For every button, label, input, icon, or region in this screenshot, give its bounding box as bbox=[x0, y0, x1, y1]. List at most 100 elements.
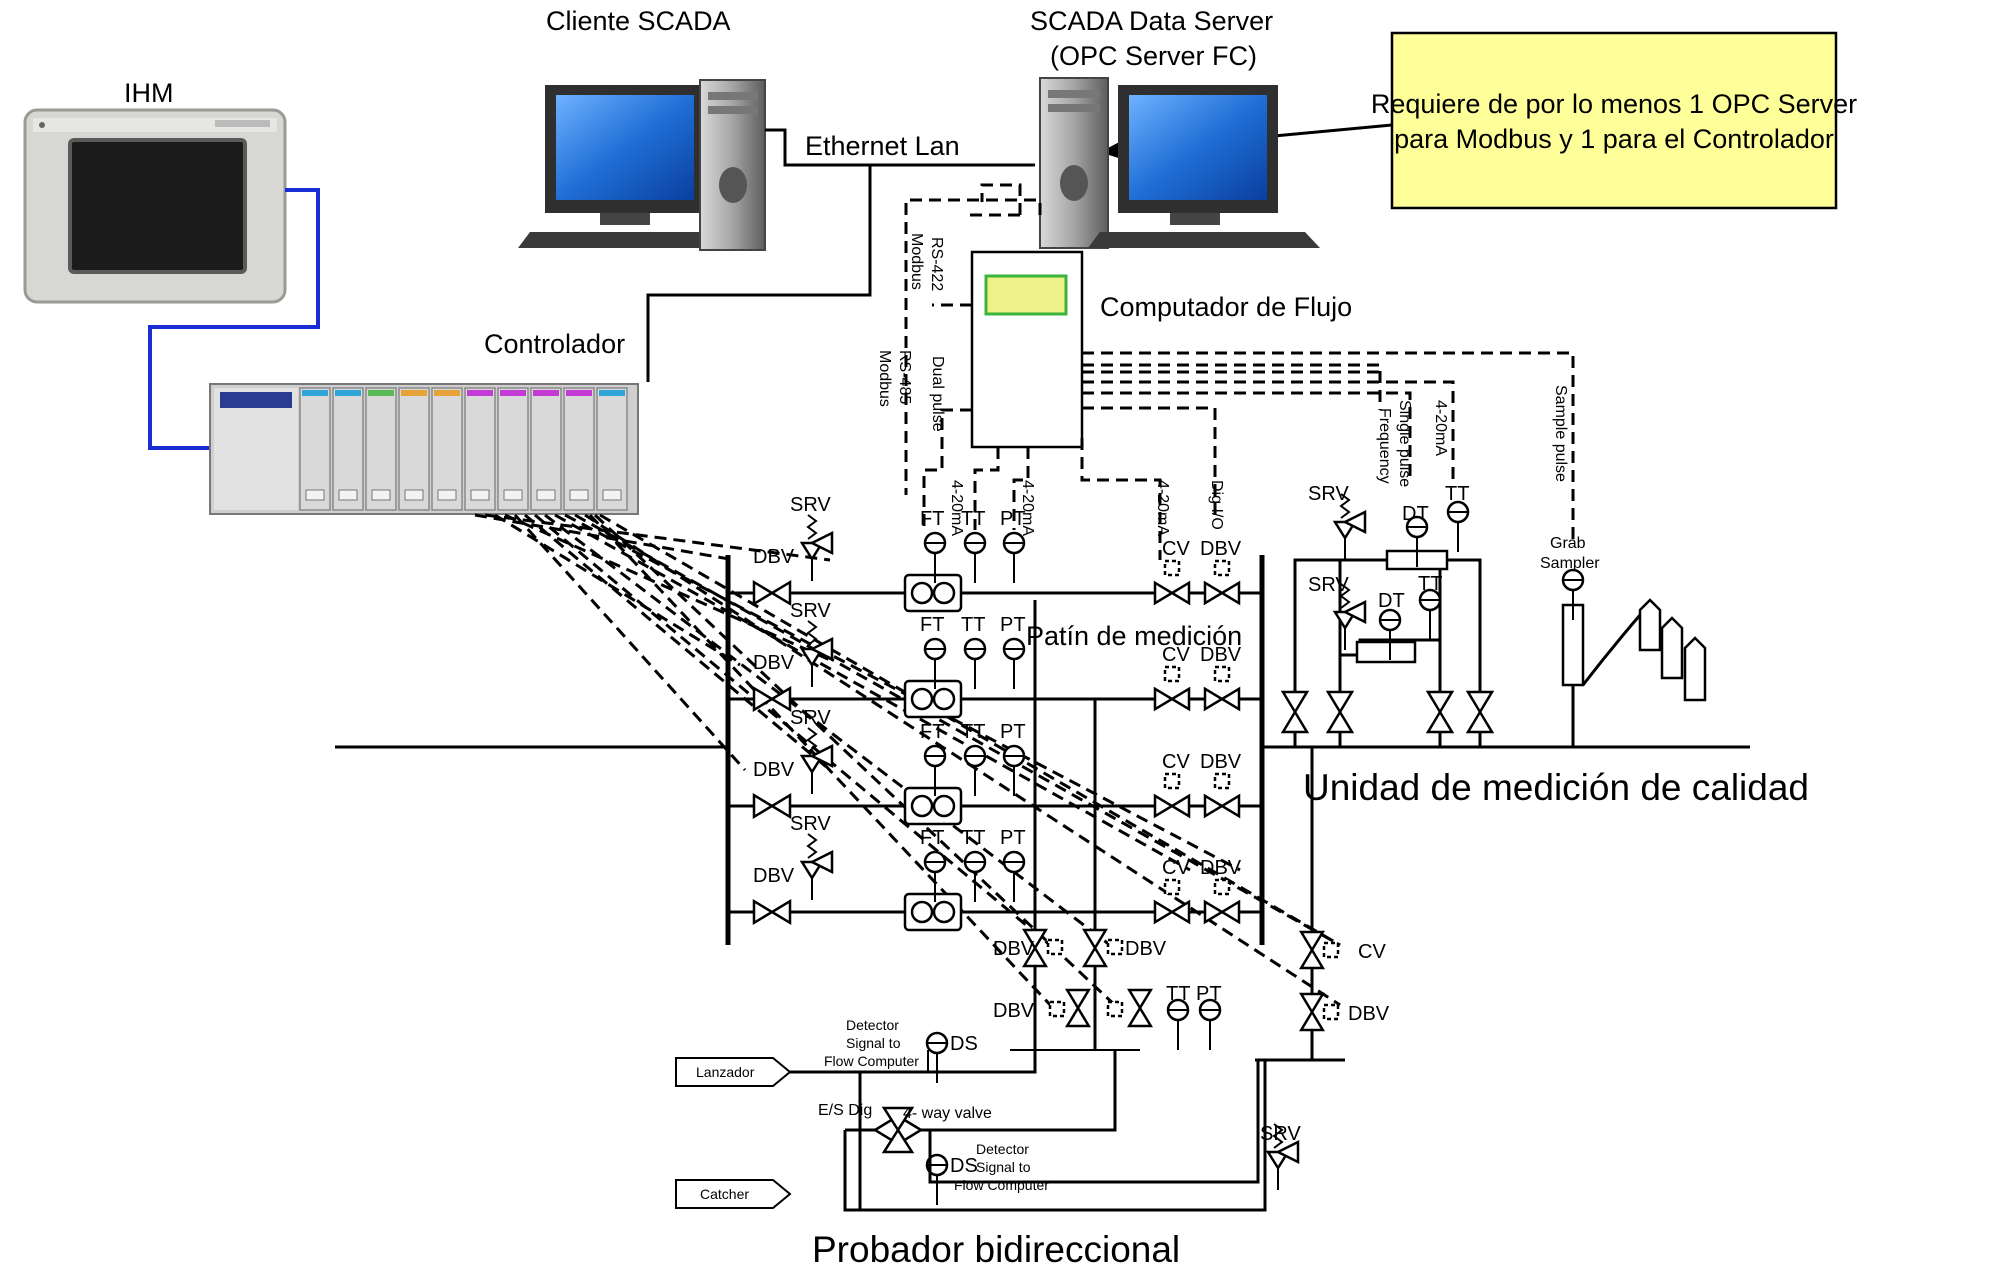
ma-label-quality: 4-20mA bbox=[1432, 400, 1449, 456]
launcher-label: Lanzador bbox=[696, 1064, 755, 1080]
ft-label: FT bbox=[920, 508, 944, 530]
hmi-cable bbox=[148, 188, 320, 450]
run-srv-icon bbox=[799, 620, 834, 687]
det2-line3: Flow Computer bbox=[954, 1177, 1049, 1193]
note-line2: para Modbus y 1 para el Controlador bbox=[1394, 124, 1834, 154]
run-dbv-outlet-actuator bbox=[1213, 559, 1231, 577]
run-cv-actuator bbox=[1163, 772, 1181, 790]
plc-module-header bbox=[302, 390, 328, 396]
ethernet-label: Ethernet Lan bbox=[805, 131, 960, 161]
run-srv-icon bbox=[799, 514, 834, 581]
pt-instrument-icon bbox=[1002, 850, 1026, 902]
controller-label: Controlador bbox=[484, 329, 625, 359]
tt-instrument-icon bbox=[963, 744, 987, 796]
prover-dbv-upper-a-actuator bbox=[1046, 938, 1064, 956]
run-cv-actuator bbox=[1163, 559, 1181, 577]
quality-srv-top-icon bbox=[1332, 493, 1367, 560]
det1-line2: Signal to bbox=[846, 1035, 901, 1051]
run-srv-label: SRV bbox=[790, 494, 831, 516]
plc-module-header bbox=[401, 390, 427, 396]
ft-label: FT bbox=[920, 614, 944, 636]
plc-module-header bbox=[434, 390, 460, 396]
quality-label: Unidad de medición de calidad bbox=[1303, 767, 1809, 808]
run-dbv-inlet-label: DBV bbox=[753, 865, 795, 887]
plc-module-tag bbox=[338, 489, 358, 501]
run-srv-icon bbox=[799, 833, 834, 900]
launcher-tag bbox=[675, 1057, 792, 1087]
tt-label: TT bbox=[961, 721, 985, 743]
note-box bbox=[1390, 31, 1838, 210]
single-pulse-label: Single pulse bbox=[1396, 400, 1413, 487]
prover-srv-label: SRV bbox=[1260, 1123, 1301, 1145]
prover-dbv-upper-b-actuator bbox=[1106, 938, 1124, 956]
rs422-modbus-label: Modbus bbox=[908, 233, 925, 290]
ft-label: FT bbox=[920, 721, 944, 743]
run-dbv-inlet-label: DBV bbox=[753, 546, 795, 568]
run-dbv-outlet-actuator bbox=[1213, 772, 1231, 790]
controller-link bbox=[646, 200, 872, 382]
scada-server-label-line1: SCADA Data Server bbox=[1030, 6, 1273, 36]
quality-dt-mid-label: DT bbox=[1378, 590, 1405, 612]
run-dbv-inlet-icon bbox=[752, 898, 792, 926]
run-dbv-outlet-icon bbox=[1203, 793, 1241, 819]
run-cv-label: CV bbox=[1162, 644, 1190, 666]
run-cv-label: CV bbox=[1162, 538, 1190, 560]
quality-cv-actuator bbox=[1322, 941, 1340, 959]
rs485-link bbox=[904, 198, 1042, 495]
ethernet-line-client bbox=[765, 128, 1035, 167]
prover-srv-icon bbox=[1265, 1123, 1300, 1190]
run-cv-actuator bbox=[1163, 878, 1181, 896]
run-dbv-outlet-label: DBV bbox=[1200, 857, 1242, 879]
ft-instrument-icon bbox=[923, 850, 947, 902]
prover-pt-icon bbox=[1198, 998, 1222, 1050]
run-dbv-outlet-label: DBV bbox=[1200, 644, 1242, 666]
det2-line1: Detector bbox=[976, 1141, 1029, 1157]
prover-dbv-upper-b-label: DBV bbox=[1125, 938, 1167, 960]
sample-cylinder-icons bbox=[1638, 598, 1707, 702]
run-dbv-inlet-label: DBV bbox=[753, 652, 795, 674]
run-srv-label: SRV bbox=[790, 707, 831, 729]
prover-tt-icon bbox=[1166, 998, 1190, 1050]
tt-label: TT bbox=[961, 508, 985, 530]
prover-pt-label: PT bbox=[1196, 983, 1222, 1005]
quality-srv-mid-icon bbox=[1332, 583, 1367, 650]
quality-dt-top-label: DT bbox=[1402, 503, 1429, 525]
plc-module-header bbox=[467, 390, 493, 396]
note-line1: Requiere de por lo menos 1 OPC Server bbox=[1371, 89, 1857, 119]
det1-line1: Detector bbox=[846, 1017, 899, 1033]
tt-label: TT bbox=[961, 827, 985, 849]
quality-block-valve-icon bbox=[1425, 690, 1455, 734]
run-dbv-outlet-label: DBV bbox=[1200, 538, 1242, 560]
run-dbv-outlet-icon bbox=[1203, 580, 1241, 606]
plc-module-tag bbox=[404, 489, 424, 501]
plc-rack-modules bbox=[299, 387, 628, 511]
quality-tt-mid-icon bbox=[1418, 588, 1442, 640]
quality-srv-top-label: SRV bbox=[1308, 483, 1349, 505]
prover-dbv-lower-b-actuator bbox=[1106, 1000, 1124, 1018]
quality-cv-label: CV bbox=[1358, 941, 1386, 963]
quality-dt-mid-icon bbox=[1378, 608, 1402, 660]
quality-cv-icon bbox=[1298, 930, 1326, 970]
tt-instrument-icon bbox=[963, 850, 987, 902]
ft-instrument-icon bbox=[923, 637, 947, 689]
catcher-tag bbox=[675, 1179, 792, 1209]
fc-dual-pulse bbox=[922, 408, 972, 530]
run-cv-label: CV bbox=[1162, 857, 1190, 879]
ihm-label: IHM bbox=[124, 78, 174, 108]
pt-instrument-icon bbox=[1002, 531, 1026, 583]
ds-lower-label: DS bbox=[950, 1155, 978, 1177]
quality-dt-top-icon bbox=[1405, 515, 1429, 567]
prover-dbv-upper-b-icon bbox=[1081, 928, 1109, 968]
run-cv-actuator bbox=[1163, 665, 1181, 683]
rs422-link bbox=[932, 183, 1022, 307]
frequency-label: Frequency bbox=[1376, 408, 1393, 484]
scada-client-label: Cliente SCADA bbox=[546, 6, 731, 36]
plc-module-tag bbox=[503, 489, 523, 501]
quality-dbv-icon bbox=[1298, 992, 1326, 1032]
